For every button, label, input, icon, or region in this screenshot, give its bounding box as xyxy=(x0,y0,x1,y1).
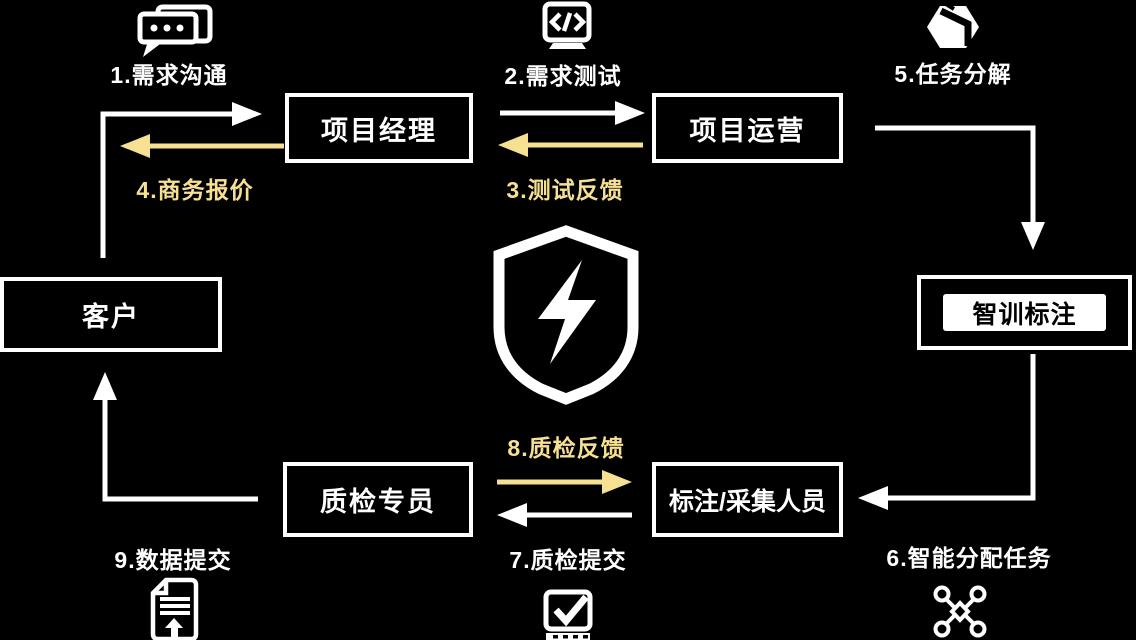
smart-dispatch-network-icon xyxy=(933,585,987,638)
arrow-requirement-test xyxy=(500,101,645,125)
node-annotator: 标注/采集人员 xyxy=(652,462,843,537)
platform-logo: 智训标注 xyxy=(943,294,1106,331)
arrow-qc-submit xyxy=(497,503,632,527)
shield-lightning-icon xyxy=(493,225,639,405)
step-label-6: 6.智能分配任务 xyxy=(886,545,1052,571)
step-label-2: 2.需求测试 xyxy=(504,63,622,89)
arrow-smart-dispatch xyxy=(858,354,1036,510)
arrow-task-decompose xyxy=(875,125,1045,250)
node-project-operation: 项目运营 xyxy=(652,93,843,163)
document-upload-icon xyxy=(150,577,199,640)
code-window-icon xyxy=(542,1,592,49)
checklist-icon xyxy=(543,589,593,640)
arrow-test-feedback xyxy=(498,133,643,157)
step-label-7: 7.质检提交 xyxy=(509,547,627,573)
node-platform: 智训标注 xyxy=(917,275,1132,350)
arrow-data-submit xyxy=(93,372,258,502)
arrow-qc-feedback xyxy=(497,470,632,494)
step-label-8: 8.质检反馈 xyxy=(507,435,625,461)
step-label-5: 5.任务分解 xyxy=(894,61,1012,87)
step-label-9: 9.数据提交 xyxy=(114,547,232,573)
node-project-manager: 项目经理 xyxy=(285,93,473,163)
step-label-1: 1.需求沟通 xyxy=(110,62,228,88)
step-label-3: 3.测试反馈 xyxy=(506,177,624,203)
node-customer: 客户 xyxy=(0,277,222,352)
cube-box-icon xyxy=(927,2,979,48)
node-qc-specialist: 质检专员 xyxy=(283,462,473,537)
arrow-business-quote xyxy=(120,134,284,158)
step-label-4: 4.商务报价 xyxy=(136,177,254,203)
chat-bubbles-icon xyxy=(137,4,213,57)
